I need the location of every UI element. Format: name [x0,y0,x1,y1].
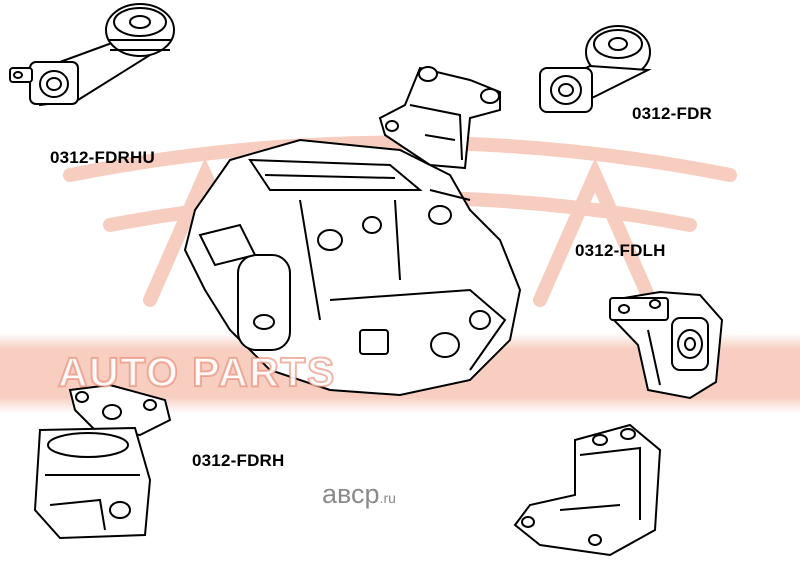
bracket-top-drawing [378,66,501,170]
part-fdrh-drawing [33,383,172,540]
brand-logo: авср.ru [322,479,396,510]
brand-name: авср [322,479,380,509]
part-fdlh-drawing [609,290,724,400]
part-label-fdlh: 0312-FDLH [575,241,666,260]
part-label-fdr: 0312-FDR [632,104,713,123]
bracket-bottom-drawing [513,423,662,557]
part-label-fdrhu: 0312-FDRHU [50,148,155,167]
watermark-text: AUTO PARTS [57,348,336,396]
engine-drawing [183,138,522,397]
part-label-fdrh: 0312-FDRH [192,451,285,470]
brand-suffix: .ru [379,490,396,506]
part-fdr-drawing [539,25,652,113]
part-fdrhu-drawing [9,3,175,107]
